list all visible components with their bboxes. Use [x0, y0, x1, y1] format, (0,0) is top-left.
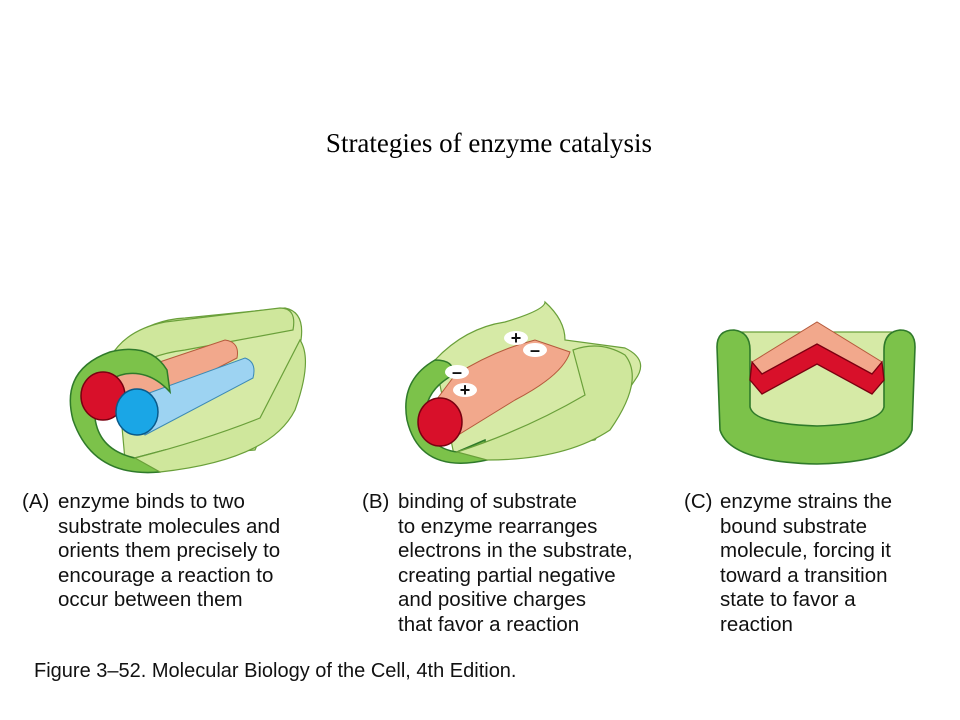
- caption-b-line: and positive charges: [398, 588, 587, 611]
- caption-b-line: to enzyme rearranges: [398, 514, 598, 538]
- charge-bubble: [504, 331, 528, 345]
- caption-b-line: creating partial negative: [398, 563, 616, 587]
- substrate-bent-body: [749, 343, 885, 395]
- substrate-blue-end: [115, 388, 159, 436]
- panel-c-illustration: [716, 321, 916, 465]
- caption-a-line: occur between them: [58, 588, 243, 611]
- caption-a-line: orients them precisely to: [58, 539, 281, 562]
- charge-bubble: [523, 343, 547, 357]
- caption-b-line: binding of substrate: [398, 490, 577, 513]
- panel-label-a: (A): [22, 490, 50, 513]
- charge-plus-2: +: [460, 380, 471, 400]
- slide-title: Strategies of enzyme catalysis: [325, 128, 653, 158]
- panel-label-c: (C): [684, 490, 713, 513]
- charge-bubble: [445, 365, 469, 379]
- panel-b-illustration: + – – +: [405, 300, 642, 464]
- caption-c-line: state to favor a: [720, 588, 856, 611]
- enzyme-cup-front: [716, 329, 916, 465]
- caption-a-line: encourage a reaction to: [58, 563, 274, 587]
- substrate-rod-blue: [129, 357, 255, 436]
- caption-b-line: that favor a reaction: [398, 612, 580, 636]
- substrate-red-end: [417, 397, 463, 447]
- caption-c-line: bound substrate: [720, 514, 868, 538]
- panel-a-illustration: [69, 307, 307, 474]
- charge-bubble: [453, 383, 477, 397]
- charge-minus-2: –: [452, 362, 462, 382]
- enzyme-lower-body: [133, 338, 307, 473]
- caption-c-line: reaction: [720, 612, 793, 636]
- enzyme-lower-body: [454, 345, 633, 461]
- caption-c-line: molecule, forcing it: [720, 539, 891, 562]
- caption-c-line: toward a transition: [720, 563, 888, 587]
- caption-c-line: enzyme strains the: [720, 490, 893, 513]
- caption-b-line: electrons in the substrate,: [398, 539, 633, 562]
- charge-minus-1: –: [530, 340, 540, 360]
- caption-a-line: enzyme binds to two: [58, 490, 245, 513]
- panel-label-b: (B): [362, 490, 390, 513]
- caption-a-line: substrate molecules and: [58, 514, 281, 538]
- charge-plus-1: +: [511, 328, 522, 348]
- figure-source-caption: Figure 3–52. Molecular Biology of the Ce…: [34, 660, 517, 682]
